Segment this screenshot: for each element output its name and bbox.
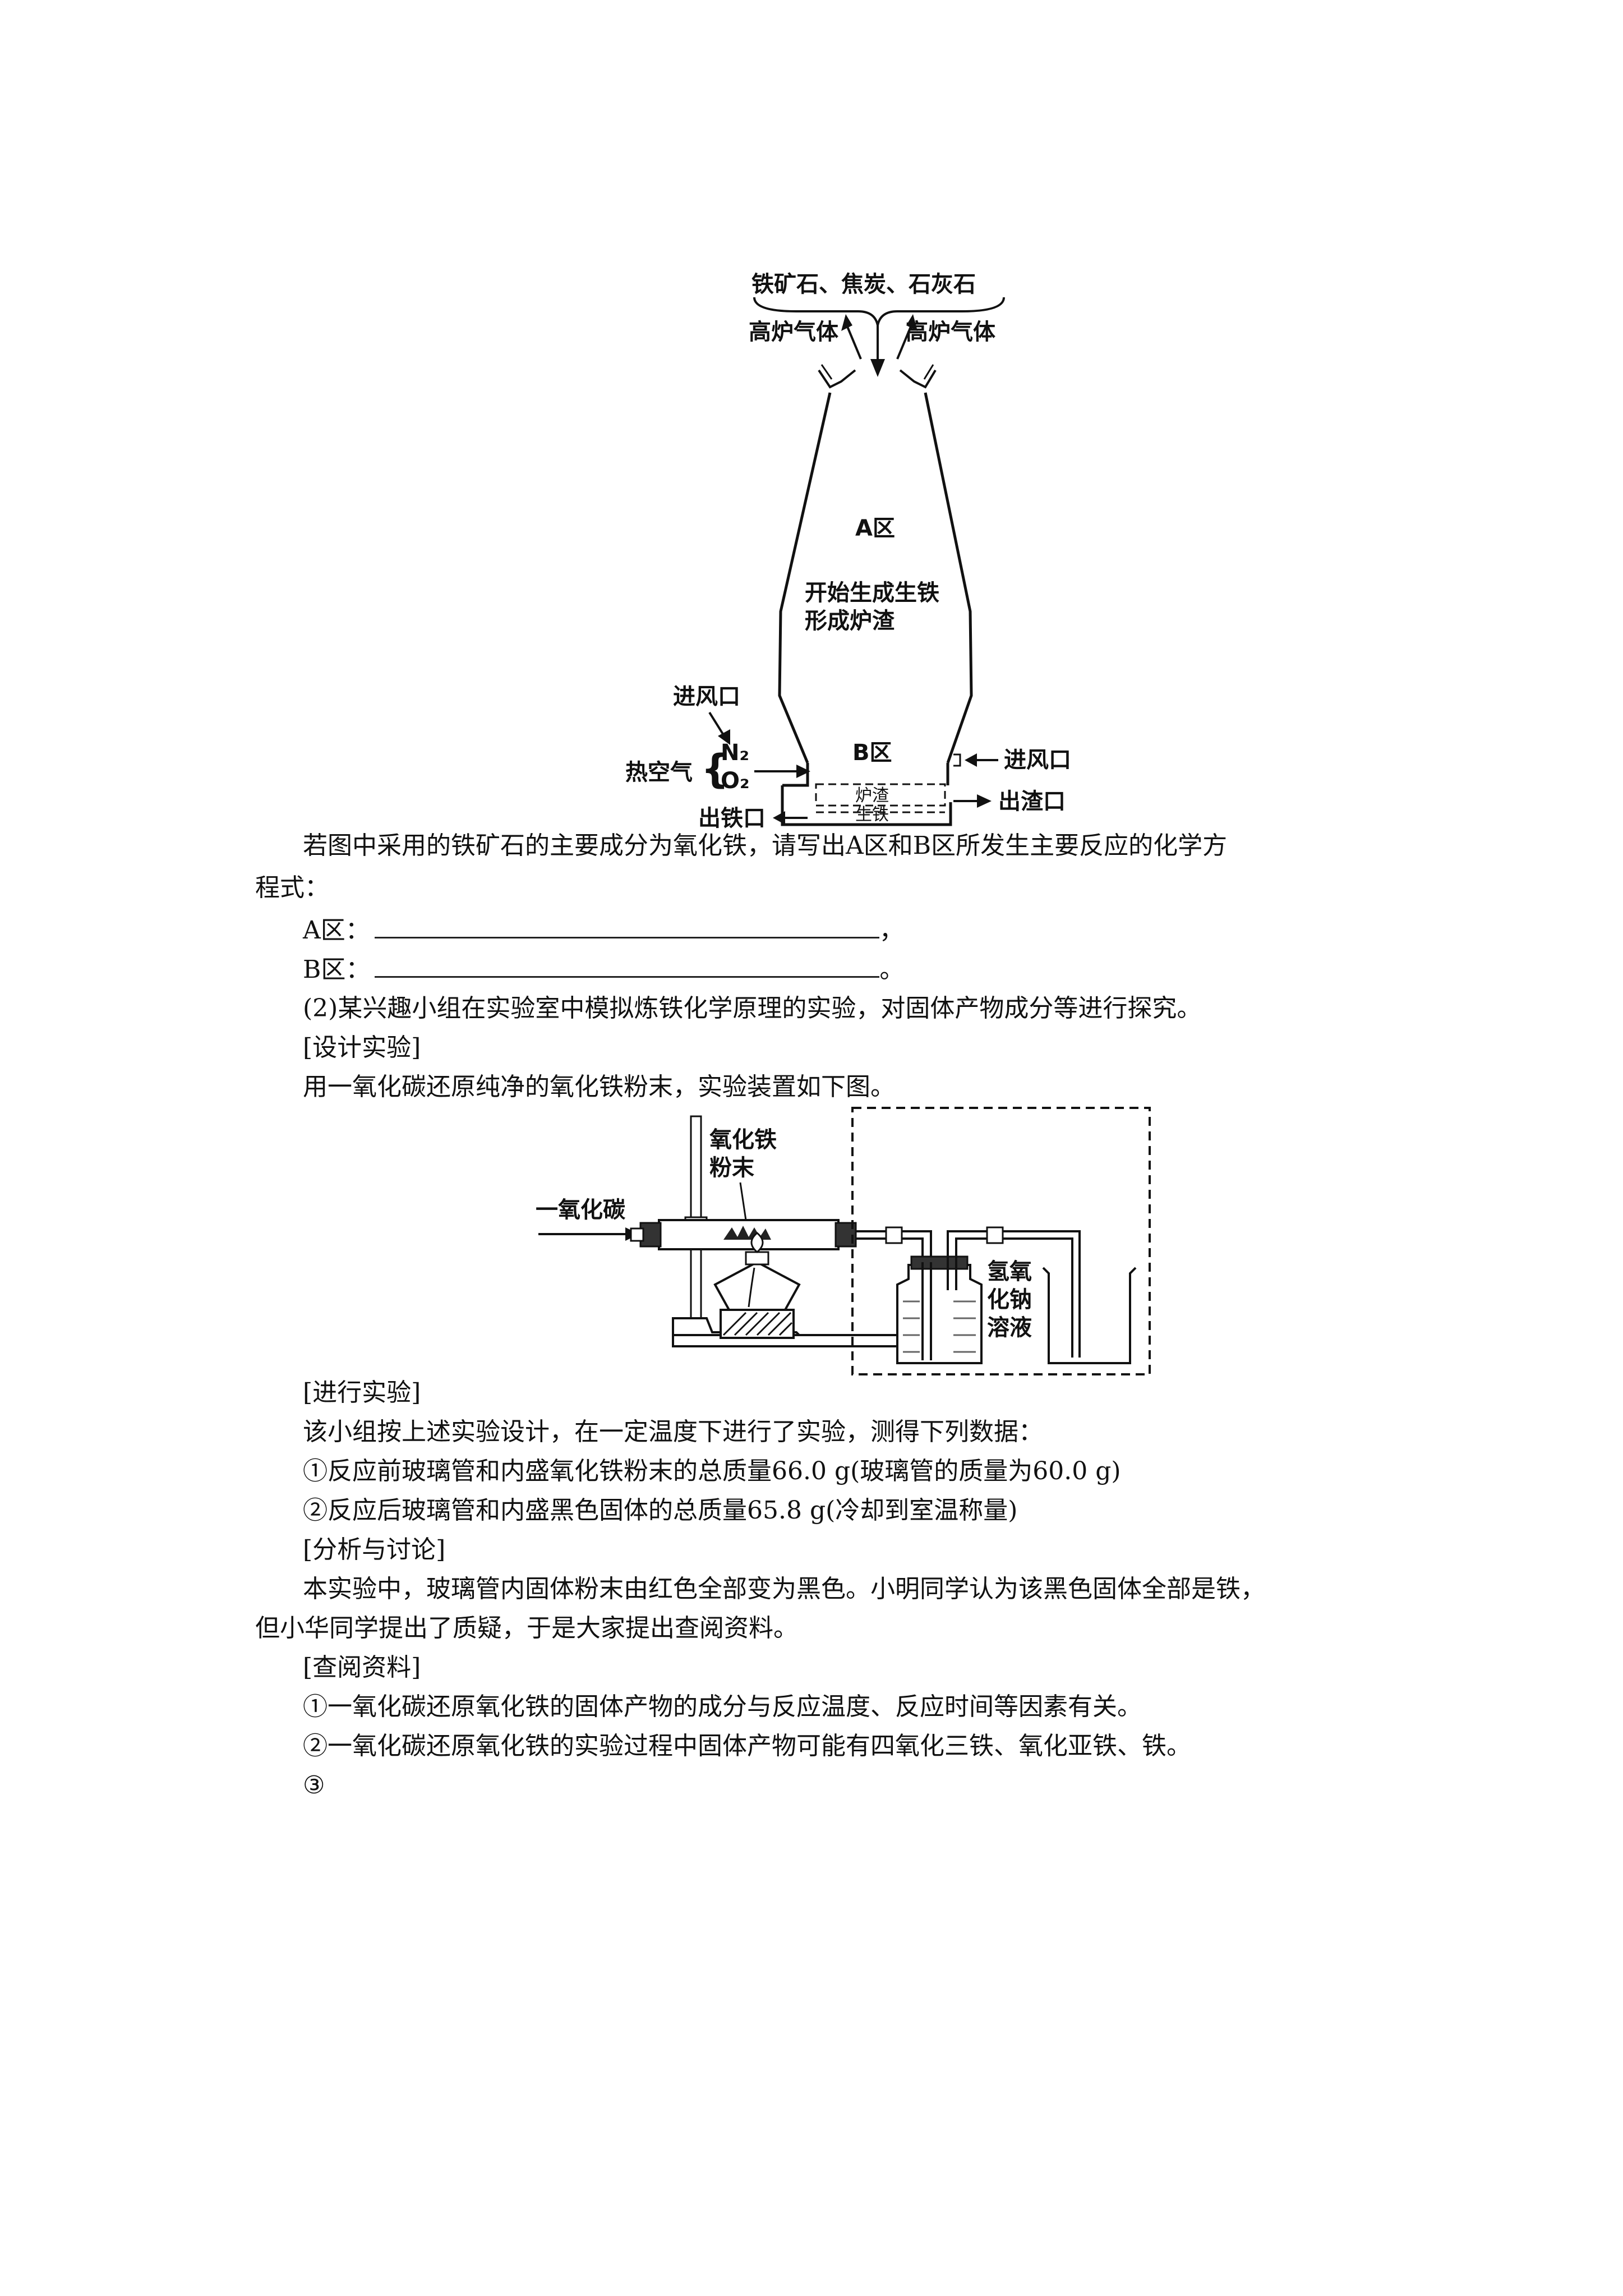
beaker (1042, 1267, 1137, 1364)
alcohol-lamp (713, 1260, 801, 1311)
slag-outlet-label: 出渣口 (998, 789, 1066, 815)
air-inlet-left-arrow-icon (718, 729, 730, 745)
a-zone-blank[interactable] (374, 914, 879, 938)
zone-a-note-1: 开始生成生铁 (805, 580, 939, 606)
feed-arrow-icon (870, 359, 885, 377)
lookup-heading: [查阅资料] (303, 1653, 421, 1682)
pig-iron-label: 生铁 (855, 805, 889, 825)
iron-outlet-arrow-icon (773, 811, 785, 825)
do-text: 该小组按上述实验设计，在一定温度下进行了实验，测得下列数据： (303, 1418, 1043, 1446)
zone-a-note-2: 形成炉渣 (805, 608, 895, 634)
b-zone-label: B区： (303, 955, 371, 984)
reference-1: ①一氧化碳还原氧化铁的固体产物的成分与反应温度、反应时间等因素有关。 (303, 1692, 1142, 1721)
reference-2: ②一氧化碳还原氧化铁的实验过程中固体产物可能有四氧化三铁、氧化亚铁、铁。 (303, 1732, 1191, 1760)
gas-right-arrow-icon (906, 314, 917, 331)
zone-b-label: B区 (852, 740, 892, 766)
slag-outlet-arrow-icon (977, 794, 992, 808)
co-label: 一氧化碳 (536, 1197, 626, 1223)
powder-label-1: 氧化铁 (709, 1127, 777, 1153)
gas-left-label: 高炉气体 (749, 319, 838, 345)
hot-air-label: 热空气 (625, 760, 693, 785)
design-text: 用一氧化碳还原纯净的氧化铁粉末，实验装置如下图。 (303, 1073, 895, 1101)
blast-furnace-diagram: 铁矿石、焦炭、石灰石 高炉气体 高炉气体 A区 开始生成生铁 形成炉渣 B区 炉… (625, 272, 1071, 831)
air-inlet-left-label: 进风口 (673, 684, 740, 710)
b-zone-answer-row: B区： 。 (303, 954, 904, 986)
a-zone-end: ， (879, 916, 904, 945)
furnace-body (778, 392, 973, 763)
o2-label: O₂ (721, 768, 750, 794)
iron-outlet-label: 出铁口 (698, 806, 766, 831)
furnace-top-label: 铁矿石、焦炭、石灰石 (751, 272, 976, 297)
slag-layer (815, 783, 946, 807)
question-2: (2)某兴趣小组在实验室中模拟炼铁化学原理的实验，对固体产物成分等进行探究。 (303, 994, 1202, 1023)
hot-air-arrow-icon (796, 765, 810, 778)
brace-icon: { (701, 746, 729, 792)
gas-pipe-right (899, 369, 937, 389)
absorption-box (851, 1107, 1151, 1375)
slag-label: 炉渣 (855, 786, 889, 806)
n2-label: N₂ (721, 740, 749, 766)
naoh-label-3: 溶液 (987, 1315, 1032, 1341)
analysis-line-2: 但小华同学提出了质疑，于是大家提出查阅资料。 (255, 1614, 798, 1642)
data-1: ①反应前玻璃管和内盛氧化铁粉末的总质量66.0 g(玻璃管的质量为60.0 g) (303, 1457, 1121, 1485)
a-zone-answer-row: A区： ， (303, 914, 904, 946)
b-zone-blank[interactable] (375, 954, 880, 978)
glass-tube (658, 1219, 840, 1250)
analysis-heading: [分析与讨论] (303, 1535, 446, 1564)
analysis-line-1: 本实验中，玻璃管内固体粉末由红色全部变为黑色。小明同学认为该黑色固体全部是铁， (303, 1575, 1265, 1603)
air-inlet-right-arrow-icon (965, 753, 977, 767)
flame-icon (750, 1232, 764, 1253)
gas-left-arrow-icon (841, 314, 852, 331)
do-heading: [进行实验] (303, 1378, 421, 1407)
naoh-label-1: 氢氧 (987, 1259, 1032, 1285)
question-1-line-1: 若图中采用的铁矿石的主要成分为氧化铁，请写出A区和B区所发生主要反应的化学方 (303, 831, 1228, 860)
design-heading: [设计实验] (303, 1033, 421, 1062)
reference-3: ③ (303, 1771, 325, 1800)
data-2: ②反应后玻璃管和内盛黑色固体的总质量65.8 g(冷却到室温称量) (303, 1496, 1018, 1525)
apparatus-diagram: 一氧化碳 氧化铁 粉末 (536, 1107, 1151, 1375)
air-inlet-right-label: 进风口 (1004, 747, 1071, 773)
powder-label-2: 粉末 (709, 1155, 754, 1181)
gas-washing-bottle (896, 1264, 983, 1364)
naoh-label-2: 化钠 (987, 1287, 1032, 1313)
question-1-line-2: 程式： (255, 873, 329, 902)
zone-a-label: A区 (855, 516, 895, 541)
b-zone-end: 。 (879, 955, 905, 984)
gas-pipe-left (818, 369, 856, 389)
gas-right-label: 高炉气体 (906, 319, 995, 345)
connecting-tube (856, 1230, 932, 1262)
a-zone-label: A区： (303, 916, 370, 945)
